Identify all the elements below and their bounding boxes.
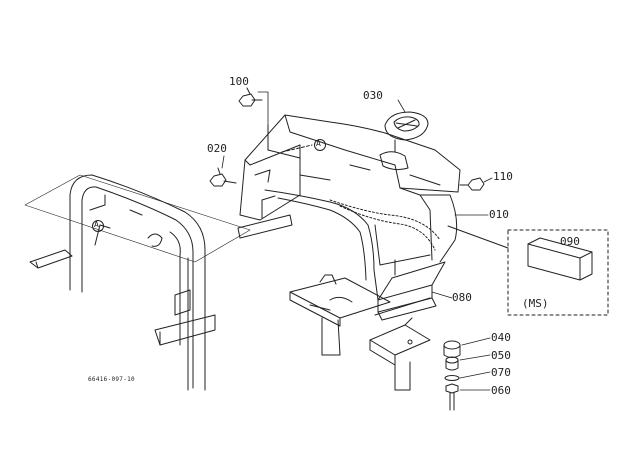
callout-070: 070 [491, 366, 511, 379]
ref-marker-a-hood: A [316, 139, 321, 148]
bolt-110 [459, 177, 485, 191]
callout-010: 010 [489, 208, 509, 221]
callout-040: 040 [491, 331, 511, 344]
callout-080: 080 [452, 291, 472, 304]
hardware-stack [443, 340, 461, 411]
rollover-frame [24, 174, 251, 391]
lower-mount [369, 317, 431, 391]
callout-060: 060 [491, 384, 511, 397]
callout-020: 020 [207, 142, 227, 155]
callout-100: 100 [229, 75, 249, 88]
drawing-code: 66416-097-10 [88, 376, 135, 383]
callout-110: 110 [493, 170, 513, 183]
fuel-cap [384, 111, 429, 141]
callout-ms: (MS) [522, 297, 549, 310]
ref-marker-a-frame: A [94, 220, 99, 229]
leader-lines [221, 91, 493, 391]
support-bracket [289, 274, 437, 356]
callout-050: 050 [491, 349, 511, 362]
callout-090: 090 [560, 235, 580, 248]
bolt-020 [209, 167, 237, 187]
callout-030: 030 [363, 89, 383, 102]
bolt-100 [238, 87, 263, 107]
option-kit-box [447, 225, 609, 316]
front-hood [237, 114, 461, 313]
